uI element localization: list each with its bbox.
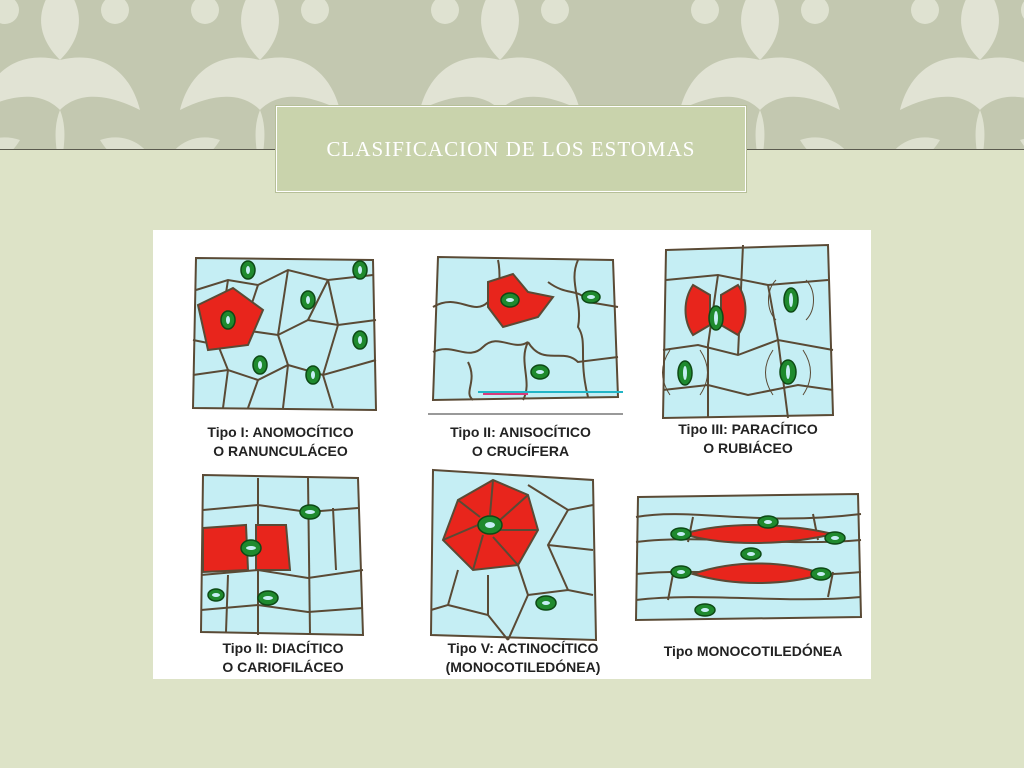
caption-line: Tipo I: ANOMOCÍTICO: [207, 424, 354, 440]
caption-actinocitico: Tipo V: ACTINOCÍTICO (MONOCOTILEDÓNEA): [428, 639, 618, 677]
monocotiledonea-diagram: [634, 492, 863, 622]
caption-anisocitico: Tipo II: ANISOCÍTICO O CRUCÍFERA: [433, 423, 608, 461]
caption-paracitico: Tipo III: PARACÍTICO O RUBIÁCEO: [658, 420, 838, 458]
caption-diacitico: Tipo II: DIACÍTICO O CARIOFILÁCEO: [198, 639, 368, 677]
caption-line: Tipo MONOCOTILEDÓNEA: [663, 643, 843, 659]
caption-anomocitico: Tipo I: ANOMOCÍTICO O RANUNCULÁCEO: [193, 423, 368, 461]
caption-line: Tipo II: DIACÍTICO: [222, 640, 344, 656]
caption-line: Tipo III: PARACÍTICO: [678, 421, 818, 437]
caption-line: O CRUCÍFERA: [471, 443, 570, 459]
panel-diacitico: [198, 470, 368, 645]
caption-line: O RANUNCULÁCEO: [213, 443, 348, 459]
paracitico-diagram: [661, 243, 835, 420]
slide-title: CLASIFICACION DE LOS ESTOMAS: [326, 136, 696, 161]
caption-line: Tipo II: ANISOCÍTICO: [450, 424, 591, 440]
panel-paracitico: [658, 240, 838, 425]
caption-monocotiledonea: Tipo MONOCOTILEDÓNEA: [643, 642, 863, 661]
panel-anomocitico: [188, 250, 378, 420]
diacitico-diagram: [199, 473, 365, 637]
panel-monocotiledonea: [633, 492, 863, 632]
panel-actinocitico: [428, 465, 598, 648]
caption-line: Tipo V: ACTINOCÍTICO: [447, 640, 599, 656]
caption-line: O RUBIÁCEO: [703, 440, 793, 456]
actinocitico-diagram: [429, 468, 598, 642]
anisocitico-diagram: [416, 255, 626, 415]
anomocitico-diagram: [191, 256, 378, 412]
stomata-figure: Tipo I: ANOMOCÍTICO O RANUNCULÁCEO: [153, 230, 871, 679]
panel-anisocitico: [416, 252, 626, 422]
title-box: CLASIFICACION DE LOS ESTOMAS: [275, 105, 747, 193]
caption-line: O CARIOFILÁCEO: [222, 659, 344, 675]
caption-line: (MONOCOTILEDÓNEA): [445, 659, 601, 675]
